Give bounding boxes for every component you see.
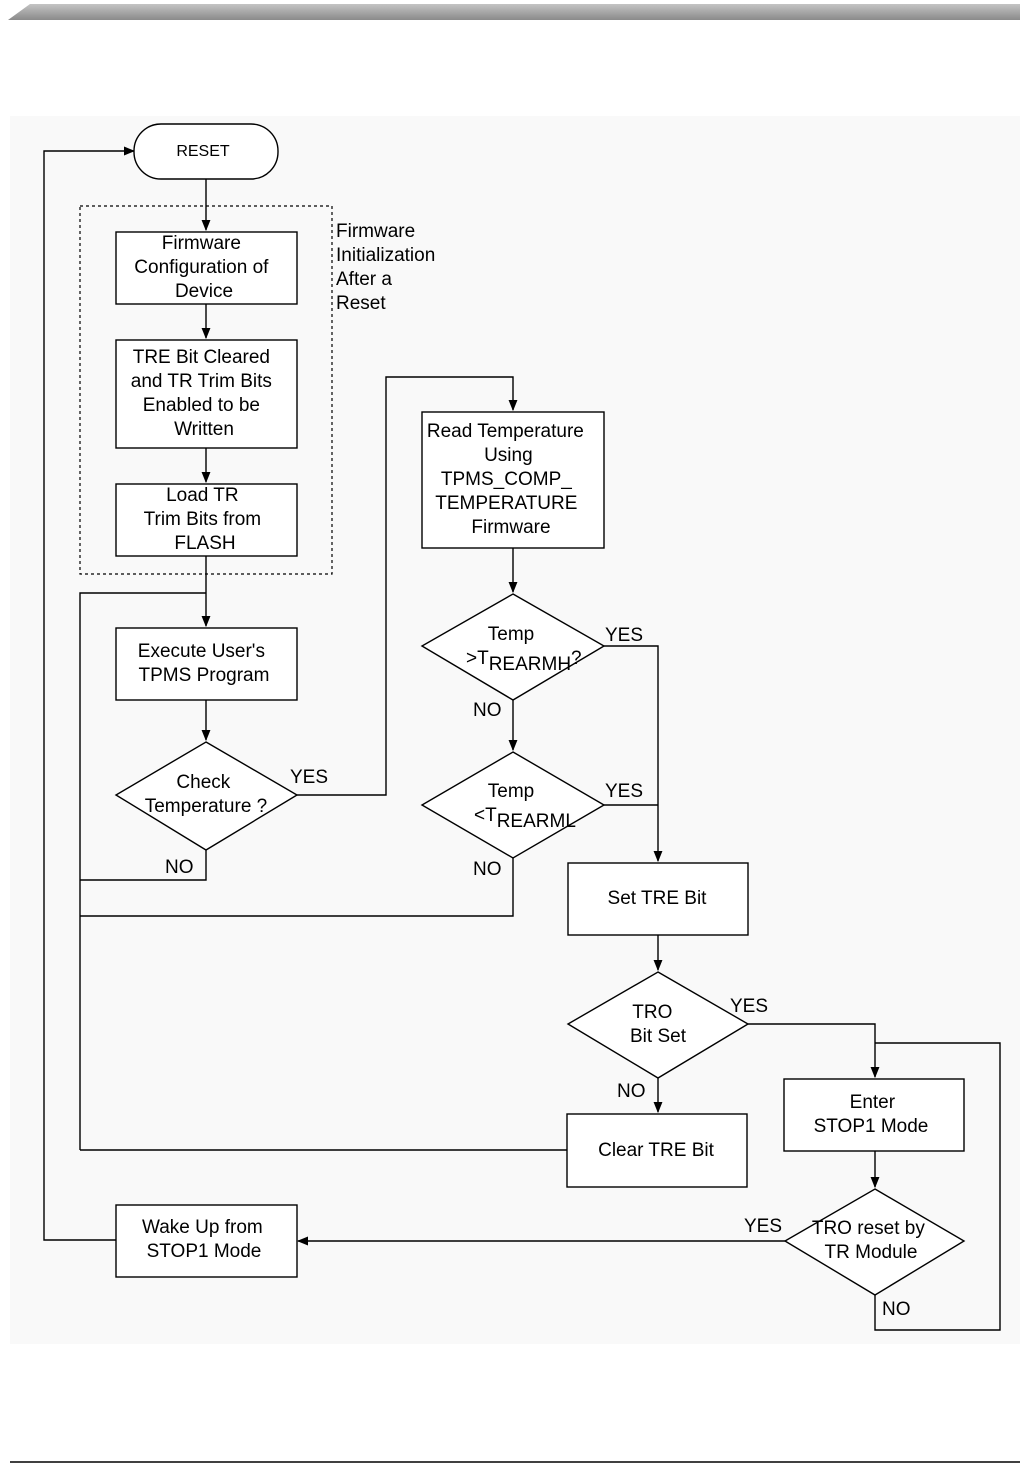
enter-stop1-label: Enter STOP1 Mode (814, 1092, 929, 1137)
temp-high-subscript: REARMH (489, 654, 571, 675)
check-temperature-label: Check Temperature ? (145, 772, 268, 817)
tro-bit-set-label: TRO Bit Set (630, 1002, 687, 1047)
enter-stop1-line: STOP1 Mode (814, 1116, 929, 1137)
connector-low-no (80, 858, 514, 917)
tro-bit-set-decision (566, 971, 750, 1079)
reset-terminator (133, 123, 279, 180)
firmware-config-line: Device (175, 281, 233, 302)
set-tre-label: Set TRE Bit (608, 888, 708, 909)
check-temperature-decision (114, 741, 299, 851)
read-temperature-line: TEMPERATURE (435, 493, 577, 514)
firmware-init-note: Firmware Initialization After a Reset (336, 221, 441, 314)
wake-up-label: Wake Up from STOP1 Mode (142, 1217, 268, 1262)
connector-check-yes (297, 376, 518, 796)
check-temperature-line: Check (176, 772, 230, 793)
firmware-config-label: Firmware Configuration of Device (134, 233, 273, 302)
tre-cleared-line: and TR Trim Bits (131, 371, 272, 392)
tro-reset-line: TR Module (825, 1242, 918, 1263)
reset-label: RESET (176, 143, 230, 160)
enter-stop1-box (783, 1078, 965, 1152)
firmware-config-box (115, 231, 298, 305)
temp-low-line2: <TREARML (474, 805, 576, 832)
temp-high-line1: Temp (488, 624, 534, 645)
tro-yes-label: YES (730, 996, 768, 1017)
temp-low-line1: Temp (488, 781, 534, 802)
temp-low-no-label: NO (473, 859, 502, 880)
firmware-init-note-line: Firmware (336, 221, 415, 242)
temp-high-decision (420, 593, 606, 701)
temp-high-yes-label: YES (605, 625, 643, 646)
temp-low-subscript: REARML (497, 811, 576, 832)
tre-cleared-box (115, 339, 298, 449)
tro-bit-set-line: TRO (632, 1002, 672, 1023)
tro-bit-set-line: Bit Set (630, 1026, 687, 1047)
connector-wake-to-reset (43, 146, 136, 1241)
connector-high-yes (604, 645, 663, 863)
execute-user-line: TPMS Program (139, 665, 270, 686)
temp-low-prefix: <T (474, 805, 497, 826)
load-tr-line: Trim Bits from (144, 509, 262, 530)
load-tr-box (115, 483, 298, 557)
execute-user-line: Execute User's (138, 641, 265, 662)
wake-up-line: STOP1 Mode (147, 1241, 262, 1262)
temp-high-line2: >TREARMH? (466, 648, 582, 675)
tre-cleared-label: TRE Bit Cleared and TR Trim Bits Enabled… (131, 347, 277, 440)
wake-up-line: Wake Up from (142, 1217, 263, 1238)
tro-reset-yes-label: YES (744, 1216, 782, 1237)
enter-stop1-line: Enter (850, 1092, 896, 1113)
firmware-config-line: Configuration of (134, 257, 269, 278)
temp-high-prefix: >T (466, 648, 489, 669)
tre-cleared-line: Written (174, 419, 234, 440)
firmware-config-line: Firmware (162, 233, 241, 254)
read-temperature-line: Read Temperature (427, 421, 584, 442)
execute-user-label: Execute User's TPMS Program (138, 641, 270, 686)
connectors (43, 146, 1001, 1331)
read-temperature-line: Firmware (471, 517, 550, 538)
read-temperature-box (421, 411, 605, 549)
clear-tre-label: Clear TRE Bit (598, 1140, 715, 1161)
load-tr-line: Load TR (166, 485, 239, 506)
top-banner (8, 4, 1020, 20)
set-tre-box (567, 862, 749, 936)
temp-low-decision (420, 751, 606, 859)
tre-cleared-line: TRE Bit Cleared (133, 347, 270, 368)
temp-low-yes-label: YES (605, 781, 643, 802)
wake-up-box (115, 1204, 298, 1278)
firmware-init-note-line: Initialization (336, 245, 435, 266)
tre-cleared-line: Enabled to be (143, 395, 260, 416)
tro-reset-decision (783, 1188, 966, 1296)
read-temperature-line: Using (484, 445, 533, 466)
execute-user-box (115, 627, 298, 701)
connector-tro-reset-no (874, 1042, 1001, 1331)
load-tr-label: Load TR Trim Bits from FLASH (144, 485, 267, 554)
tro-reset-no-label: NO (882, 1299, 911, 1320)
temp-high-suffix: ? (571, 648, 582, 669)
load-tr-line: FLASH (174, 533, 235, 554)
read-temperature-line: TPMS_COMP_ (441, 469, 572, 490)
connector-tro-yes (748, 1023, 880, 1079)
tro-reset-label: TRO reset by TR Module (812, 1218, 930, 1263)
firmware-init-note-line: Reset (336, 293, 386, 314)
temp-high-no-label: NO (473, 700, 502, 721)
read-temperature-label: Read Temperature Using TPMS_COMP_ TEMPER… (427, 421, 589, 538)
tro-no-label: NO (617, 1081, 646, 1102)
tro-reset-line: TRO reset by (812, 1218, 925, 1239)
clear-tre-box (566, 1113, 748, 1188)
connector-check-no (80, 850, 207, 881)
check-no-label: NO (165, 857, 194, 878)
check-yes-label: YES (290, 767, 328, 788)
check-temperature-line: Temperature ? (145, 796, 268, 817)
connector-loop-merge (79, 592, 206, 1150)
firmware-init-note-line: After a (336, 269, 392, 290)
